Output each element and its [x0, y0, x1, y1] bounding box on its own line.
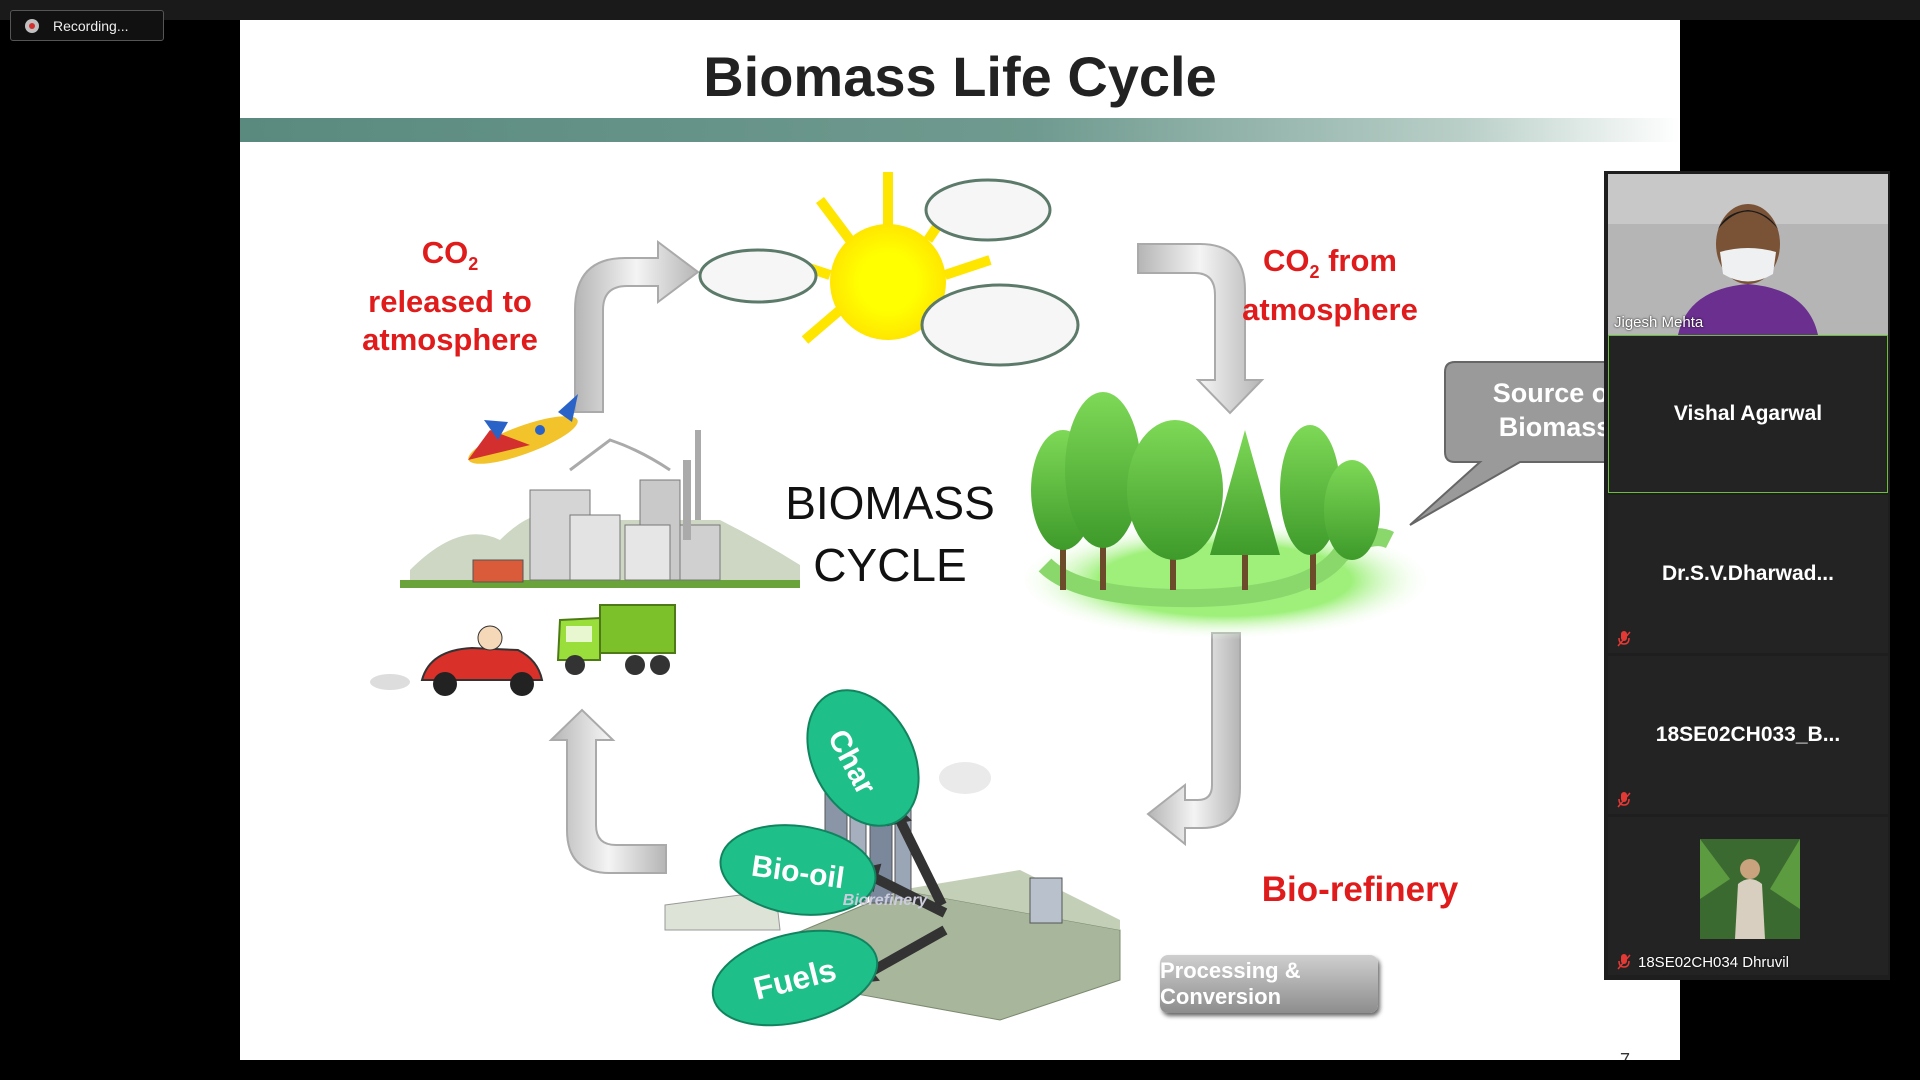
forest-icon: [1015, 392, 1435, 640]
fuels-ellipse: [711, 929, 879, 1027]
presentation-slide: Biomass Life Cycle: [240, 20, 1680, 1060]
participant-video: [1608, 174, 1888, 335]
mic-muted-icon: [1617, 792, 1631, 808]
race-car-icon: [370, 625, 544, 696]
biomass-cycle-diagram: Char Bio-oil Fuels Biorefinery: [370, 172, 1680, 1027]
arrow-down-left: [1146, 632, 1241, 847]
source-of-biomass-label: Source of Biomass: [1492, 378, 1618, 442]
participant-tile[interactable]: 18SE02CH033_B...: [1608, 656, 1888, 814]
participant-name: Jigesh Mehta: [1614, 314, 1704, 331]
plant-sign: Biorefinery: [843, 892, 929, 909]
participant-video-tile[interactable]: Jigesh Mehta: [1608, 174, 1888, 335]
airplane-icon: [468, 394, 578, 464]
record-icon: [25, 18, 39, 33]
mic-muted-icon: [1617, 954, 1631, 970]
arrow-down-right: [1137, 243, 1265, 415]
product-ellipses: [711, 689, 920, 1027]
participant-avatar: [1700, 839, 1800, 939]
truck-icon: [556, 604, 676, 675]
slide-page-mark: 7: [1620, 1050, 1631, 1060]
participant-tile[interactable]: 18SE02CH034 Dhruvil: [1608, 817, 1888, 975]
recording-label: Recording...: [53, 17, 129, 34]
recording-indicator[interactable]: Recording...: [10, 10, 164, 41]
participants-panel: Jigesh Mehta Vishal Agarwal Dr.S.V.Dharw…: [1604, 171, 1890, 980]
co2-released-label: CO2 released to atmosphere: [362, 235, 538, 358]
bio-refinery-label: Bio-refinery: [1261, 870, 1459, 909]
arrow-up-bottom: [548, 708, 667, 874]
char-ellipse: [806, 689, 920, 827]
biomass-cycle-label: BIOMASS CYCLE: [785, 477, 995, 591]
participant-tile[interactable]: Dr.S.V.Dharwad...: [1608, 495, 1888, 653]
mic-muted-icon: [1617, 631, 1631, 647]
factory-icon: [400, 430, 800, 588]
participant-name: Dr.S.V.Dharwad...: [1662, 562, 1834, 585]
arrow-up-left: [574, 240, 700, 413]
top-bar: [0, 0, 1920, 20]
participant-name: Vishal Agarwal: [1673, 402, 1823, 425]
cloud-icon: [698, 178, 1080, 367]
title-divider-bar: [240, 118, 1680, 142]
processing-conversion-label: Processing & Conversion: [1160, 955, 1378, 1013]
co2-from-atmosphere-label: CO2 from atmosphere: [1242, 243, 1418, 328]
slide-title: Biomass Life Cycle: [703, 45, 1217, 108]
participant-tile-active[interactable]: Vishal Agarwal: [1608, 335, 1888, 493]
participant-name: 18SE02CH034 Dhruvil: [1638, 954, 1789, 971]
participant-name: 18SE02CH033_B...: [1655, 723, 1841, 746]
bio-oil-ellipse: [719, 824, 877, 916]
